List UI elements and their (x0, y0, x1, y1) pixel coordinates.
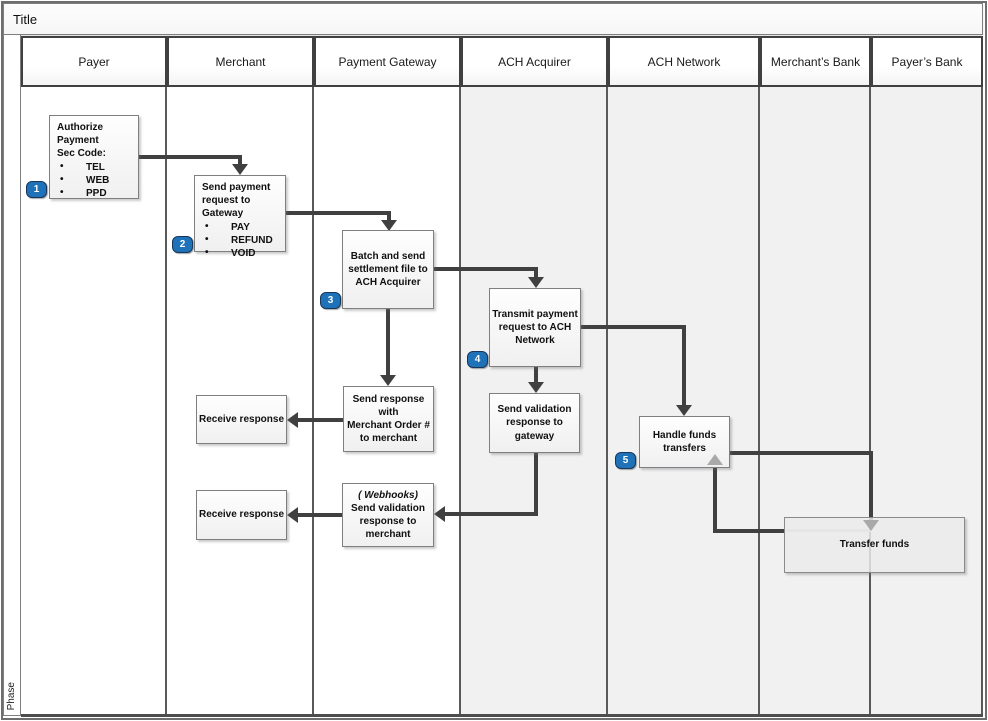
node-receive-response-2: Receive response (196, 490, 287, 540)
line-segment (534, 453, 538, 516)
node-text-line: Send validation (497, 404, 572, 416)
node-text-line: Gateway (202, 208, 244, 220)
node-text-line: with (378, 406, 399, 418)
node-text-line: to merchant (359, 433, 418, 445)
line-segment (730, 451, 873, 455)
node-text-line: Transmit payment (492, 308, 578, 320)
node-text-line: Send validation (351, 502, 425, 514)
node-text-line: Network (515, 335, 555, 347)
node-authorize-payment: Authorize Payment Sec Code: TEL WEB PPD (49, 115, 139, 199)
lane-body-payers-bank (871, 87, 983, 716)
node-text-line: Batch and send (350, 250, 426, 262)
node-webhooks-validation: ( Webhooks) Send validation response to … (342, 483, 434, 547)
line-segment (434, 267, 538, 271)
node-send-validation-gateway: Send validation response to gateway (489, 393, 580, 453)
arrowhead-up-gray (707, 454, 723, 465)
lane-header-payer: Payer (21, 36, 167, 87)
node-text-line: Receive response (198, 509, 285, 521)
phase-label: Phase (6, 681, 17, 710)
line-segment (139, 155, 242, 159)
arrowhead-down (380, 375, 396, 386)
node-bullet-item: TEL (57, 160, 135, 174)
node-bullet-item: PPD (57, 186, 135, 200)
node-send-payment-request: Send payment request to Gateway PAY REFU… (194, 175, 286, 259)
arrowhead-down-gray (863, 520, 879, 531)
line-segment (445, 512, 538, 516)
node-bullet-item: REFUND (202, 233, 282, 247)
node-bullet-item: PAY (202, 220, 282, 234)
line-segment (286, 211, 391, 215)
lane-label: ACH Network (647, 54, 721, 69)
node-bullet-item: WEB (57, 173, 135, 187)
arrowhead-left (287, 412, 298, 428)
line-segment (297, 418, 343, 422)
arrowhead-down (232, 164, 248, 175)
lane-header-payers-bank: Payer’s Bank (871, 36, 983, 87)
arrowhead-down (528, 382, 544, 393)
lane-header-ach-acquirer: ACH Acquirer (461, 36, 608, 87)
lane-label: Merchant’s Bank (770, 54, 861, 69)
lane-header-payment-gateway: Payment Gateway (314, 36, 461, 87)
node-text-line: ACH Acquirer (355, 277, 421, 289)
arrowhead-down (381, 220, 397, 231)
lane-body-merchants-bank (760, 87, 871, 716)
line-segment (869, 451, 873, 521)
arrowhead-left (434, 506, 445, 522)
node-text-line: Payment (57, 135, 99, 147)
lane-label: Payment Gateway (338, 54, 437, 69)
node-text-line: gateway (514, 430, 555, 442)
node-text-line: Receive response (198, 413, 285, 425)
step-badge-3: 3 (320, 292, 341, 309)
arrowhead-left (287, 507, 298, 523)
lane-label: ACH Acquirer (498, 54, 571, 69)
line-segment (297, 513, 342, 517)
step-badge-1: 1 (26, 181, 47, 198)
step-badge-2: 2 (172, 236, 193, 253)
phase-strip: Phase (3, 35, 21, 716)
node-text-line: ( Webhooks) (358, 489, 418, 501)
node-text-line: Sec Code: (57, 148, 106, 160)
line-segment (713, 529, 784, 533)
line-segment (387, 211, 391, 222)
lane-header-merchant: Merchant (167, 36, 314, 87)
node-send-response-order: Send response with Merchant Order # to m… (343, 386, 434, 452)
node-receive-response-1: Receive response (196, 395, 287, 444)
node-text-line: Handle funds (652, 429, 717, 441)
line-segment (581, 325, 686, 329)
line-segment (534, 367, 538, 383)
line-segment (386, 309, 390, 376)
node-text-line: Authorize (57, 122, 104, 133)
line-segment (534, 267, 538, 279)
node-text-line: request to (202, 195, 251, 207)
node-transmit-request: Transmit payment request to ACH Network (489, 288, 581, 367)
arrowhead-down (676, 405, 692, 416)
node-text-line: merchant (365, 529, 411, 541)
node-text-line: Merchant Order # (347, 420, 430, 431)
node-bullet-item: VOID (202, 246, 282, 260)
node-text-line: transfers (663, 443, 706, 454)
node-text-line: Transfer funds (839, 539, 910, 551)
step-badge-5: 5 (615, 452, 636, 469)
line-segment (238, 155, 242, 166)
lane-label: Payer (78, 54, 110, 69)
node-text-line: Send response (352, 393, 425, 405)
diagram-title: Title (13, 11, 38, 27)
node-text-line: settlement file to (348, 263, 428, 275)
step-badge-4: 4 (467, 351, 488, 368)
diagram-title-bar: Title (3, 3, 983, 35)
lane-label: Payer’s Bank (891, 54, 963, 69)
line-segment (713, 465, 717, 533)
lane-header-ach-network: ACH Network (608, 36, 760, 87)
arrowhead-down (528, 277, 544, 288)
lane-header-merchants-bank: Merchant’s Bank (760, 36, 871, 87)
lanes-bottom-border (21, 714, 983, 717)
node-batch-settlement: Batch and send settlement file to ACH Ac… (342, 230, 434, 309)
node-text-line: response to (506, 417, 563, 429)
node-text-line: request to ACH (498, 321, 572, 333)
node-text-line: Send payment (202, 182, 271, 193)
node-transfer-funds: Transfer funds (784, 517, 965, 573)
line-segment (682, 325, 686, 406)
lane-label: Merchant (215, 54, 266, 69)
node-text-line: response to (359, 516, 417, 527)
